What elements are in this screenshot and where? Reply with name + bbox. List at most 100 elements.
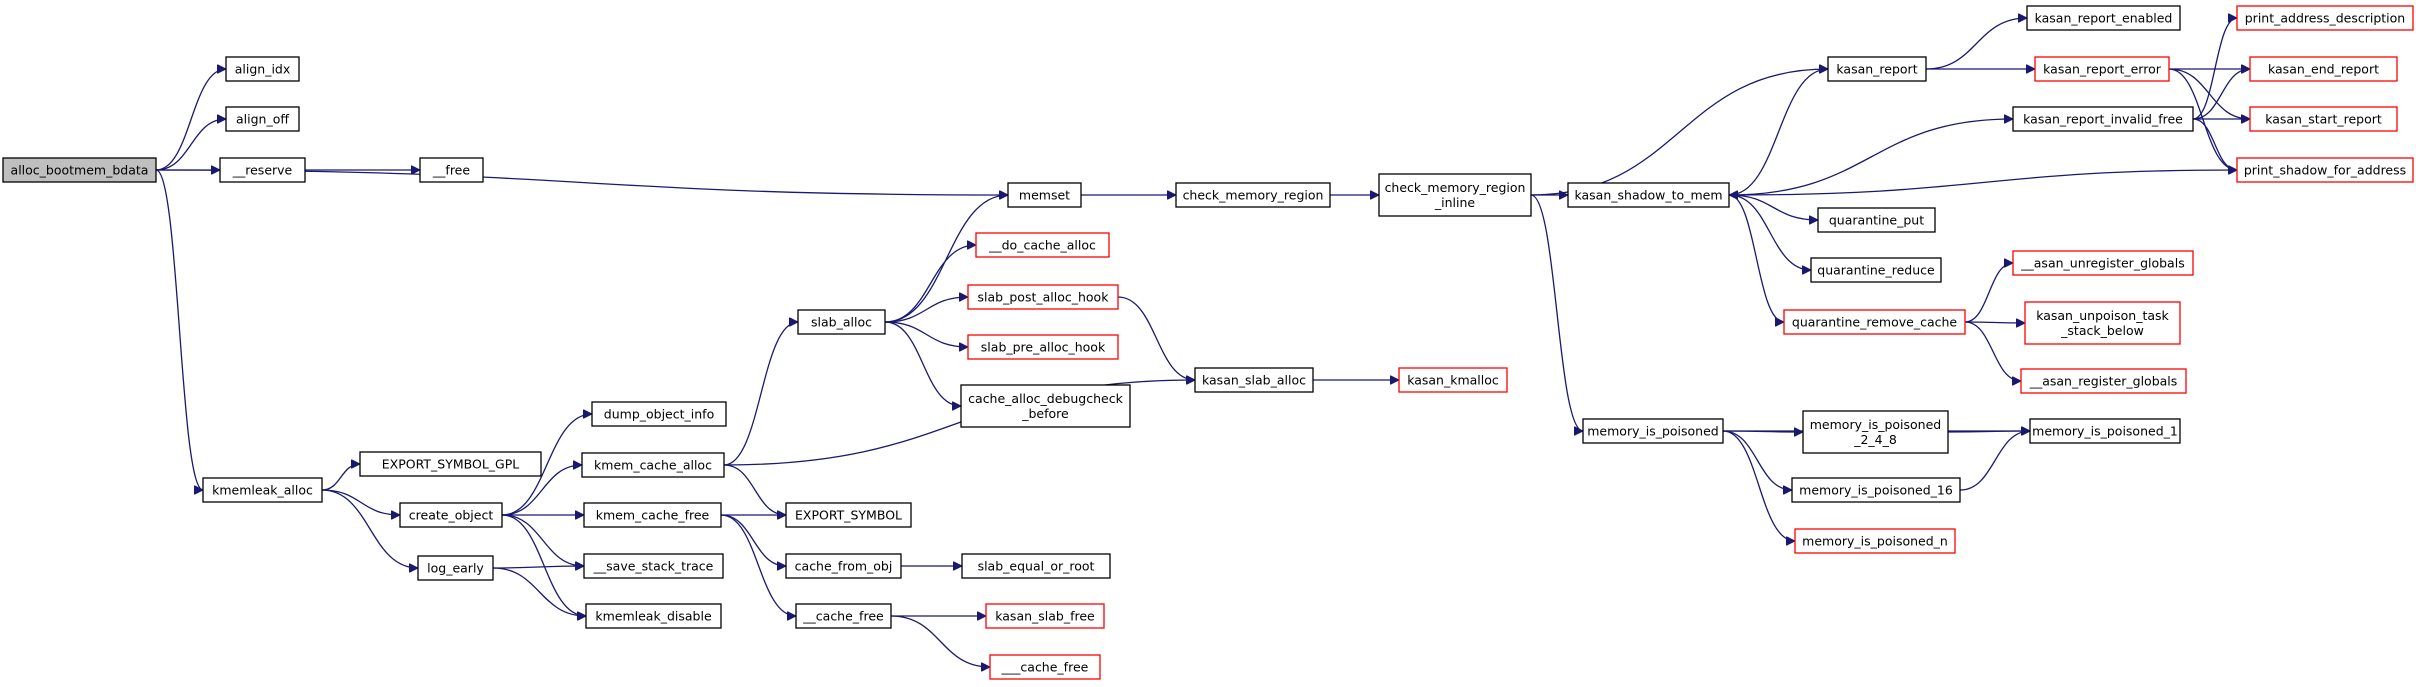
node-log-early[interactable]: log_early: [417, 555, 494, 581]
node-box: [2029, 418, 2181, 444]
edge-kmem-cache-alloc-to-export-symbol: [723, 464, 786, 515]
node-kmem-cache-free[interactable]: kmem_cache_free: [583, 502, 722, 528]
node-kasan-end-report[interactable]: kasan_end_report: [2249, 56, 2398, 82]
edge-line: [1964, 263, 2014, 323]
node-quarantine-reduce[interactable]: quarantine_reduce: [1810, 257, 1942, 283]
node-memory-is-poisoned-n[interactable]: memory_is_poisoned_n: [1794, 528, 1956, 554]
node-label: _2_4_8: [1853, 432, 1897, 447]
node-memory-is-poisoned-16[interactable]: memory_is_poisoned_16: [1791, 477, 1961, 503]
edge-quarantine-remove-cache-to-asan-unregister-globals: [1964, 263, 2014, 323]
node-do-cache-alloc[interactable]: __do_cache_alloc: [975, 232, 1110, 258]
node-memory-is-poisoned-1[interactable]: memory_is_poisoned_1: [2029, 418, 2181, 444]
node-quarantine-remove-cache[interactable]: quarantine_remove_cache: [1783, 309, 1966, 335]
node-label: memory_is_poisoned_16: [1799, 483, 1953, 498]
node-export-symbol-gpl[interactable]: EXPORT_SYMBOL_GPL: [359, 451, 542, 477]
edge-alloc-bootmem-bdata-to-align-idx: [155, 69, 227, 171]
node-label: log_early: [427, 561, 484, 576]
node-box: [2020, 368, 2187, 394]
node-alloc-bootmem-bdata[interactable]: alloc_bootmem_bdata: [2, 157, 157, 183]
node-memory-is-poisoned-2-4-8[interactable]: memory_is_poisoned_2_4_8: [1802, 410, 1949, 454]
edge-line: [1729, 169, 2238, 195]
edge-quarantine-remove-cache-to-kasan-unpoison-task-stack-below: [1964, 322, 2025, 323]
node-label: __save_stack_trace: [593, 559, 714, 574]
node-reserve[interactable]: __reserve: [219, 157, 306, 183]
node-check-memory-region[interactable]: check_memory_region: [1175, 182, 1331, 208]
node-box: [989, 654, 1101, 680]
node-label: align_idx: [235, 62, 291, 77]
node-label: print_shadow_for_address: [2244, 163, 2406, 178]
node-box: [975, 232, 1110, 258]
edge-create-object-to-dump-object-info: [501, 414, 592, 516]
edge-line: [723, 322, 799, 466]
node-box: [2026, 5, 2181, 31]
node-cache-from-obj[interactable]: cache_from_obj: [785, 553, 902, 579]
node-label: kasan_shadow_to_mem: [1574, 188, 1722, 203]
node-kasan-unpoison-task-stack-below[interactable]: kasan_unpoison_task_stack_below: [2024, 301, 2181, 345]
node-memset[interactable]: memset: [1007, 182, 1082, 208]
node-kasan-slab-free[interactable]: kasan_slab_free: [985, 603, 1105, 629]
node-slab-alloc[interactable]: slab_alloc: [797, 309, 886, 335]
node-free[interactable]: __free: [419, 157, 484, 183]
edge-check-memory-region-inline-to-kasan-report: [1530, 69, 1828, 196]
node-kasan-report-invalid-free[interactable]: kasan_report_invalid_free: [2012, 106, 2194, 132]
node-slab-equal-or-root[interactable]: slab_equal_or_root: [961, 553, 1111, 579]
node-kmemleak-alloc[interactable]: kmemleak_alloc: [202, 477, 323, 503]
node-export-symbol[interactable]: EXPORT_SYMBOL: [785, 502, 912, 528]
node-align-idx[interactable]: align_idx: [225, 56, 300, 82]
node-label: EXPORT_SYMBOL: [795, 508, 902, 523]
edge-slab-alloc-to-slab-post-alloc-hook: [884, 297, 968, 323]
node-print-shadow-for-address[interactable]: print_shadow_for_address: [2236, 157, 2414, 183]
edge-kmem-cache-free-to-cache-from-obj: [720, 514, 786, 566]
node-kasan-kmalloc[interactable]: kasan_kmalloc: [1398, 367, 1508, 393]
node-box: [583, 502, 722, 528]
node-asan-unregister-globals[interactable]: __asan_unregister_globals: [2012, 250, 2194, 276]
node-kmem-cache-alloc[interactable]: kmem_cache_alloc: [581, 452, 725, 478]
node-create-object[interactable]: create_object: [399, 502, 503, 528]
node-label: print_address_description: [2245, 11, 2405, 26]
edge-line: [1117, 296, 1195, 380]
edge-kasan-shadow-to-mem-to-kasan-report-invalid-free: [1728, 119, 2013, 196]
node-dump-object-info[interactable]: dump_object_info: [591, 401, 727, 427]
node-cache-free[interactable]: ___cache_free: [989, 654, 1101, 680]
node-slab-post-alloc-hook[interactable]: slab_post_alloc_hook: [967, 284, 1119, 310]
node-label: kmem_cache_free: [596, 508, 710, 523]
node-label: align_off: [236, 112, 289, 127]
node-align-off[interactable]: align_off: [225, 106, 300, 132]
node-kasan-slab-alloc[interactable]: kasan_slab_alloc: [1194, 367, 1314, 393]
node-memory-is-poisoned[interactable]: memory_is_poisoned: [1582, 418, 1724, 444]
node-box: [960, 384, 1131, 428]
node-box: [219, 157, 306, 183]
node-label: kasan_report_invalid_free: [2023, 112, 2183, 127]
node-box: [1827, 56, 1927, 82]
edge-slab-alloc-to-do-cache-alloc: [884, 245, 976, 323]
node-quarantine-put[interactable]: quarantine_put: [1817, 207, 1936, 233]
node-label: kasan_report_error: [2043, 62, 2162, 77]
node-box: [1007, 182, 1082, 208]
node-kasan-report[interactable]: kasan_report: [1827, 56, 1927, 82]
node-kasan-report-enabled[interactable]: kasan_report_enabled: [2026, 5, 2181, 31]
node-box: [225, 56, 300, 82]
node-check-memory-region-inline[interactable]: check_memory_region_inline: [1378, 173, 1532, 217]
node-print-address-description[interactable]: print_address_description: [2236, 5, 2414, 31]
node-slab-pre-alloc-hook[interactable]: slab_pre_alloc_hook: [967, 334, 1119, 360]
edge-line: [884, 195, 1008, 323]
node-label: cache_alloc_debugcheck: [968, 391, 1123, 406]
node-asan-register-globals[interactable]: __asan_register_globals: [2020, 368, 2187, 394]
node-kasan-shadow-to-mem[interactable]: kasan_shadow_to_mem: [1567, 182, 1730, 208]
node-kmemleak-disable[interactable]: kmemleak_disable: [585, 603, 722, 629]
node-kasan-report-error[interactable]: kasan_report_error: [2034, 56, 2170, 82]
edge-kmemleak-alloc-to-log-early: [321, 489, 418, 568]
edge-line: [1964, 321, 2022, 381]
edge-cache-free-mid-to-cache-free: [890, 615, 990, 667]
node-save-stack-trace[interactable]: __save_stack_trace: [583, 553, 724, 579]
node-box: [591, 401, 727, 427]
node-cache-alloc-debugcheck-before[interactable]: cache_alloc_debugcheck_before: [960, 384, 1131, 428]
edge-kmem-cache-free-to-cache-free-mid: [720, 514, 797, 616]
edge-create-object-to-kmemleak-disable: [501, 514, 586, 616]
node-box: [399, 502, 503, 528]
edge-kasan-shadow-to-mem-to-quarantine-put: [1728, 194, 1818, 220]
node-label: kmemleak_alloc: [212, 483, 313, 498]
node-label: _stack_below: [2060, 323, 2144, 338]
node-kasan-start-report[interactable]: kasan_start_report: [2249, 106, 2398, 132]
node-cache-free-mid[interactable]: __cache_free: [795, 603, 892, 629]
